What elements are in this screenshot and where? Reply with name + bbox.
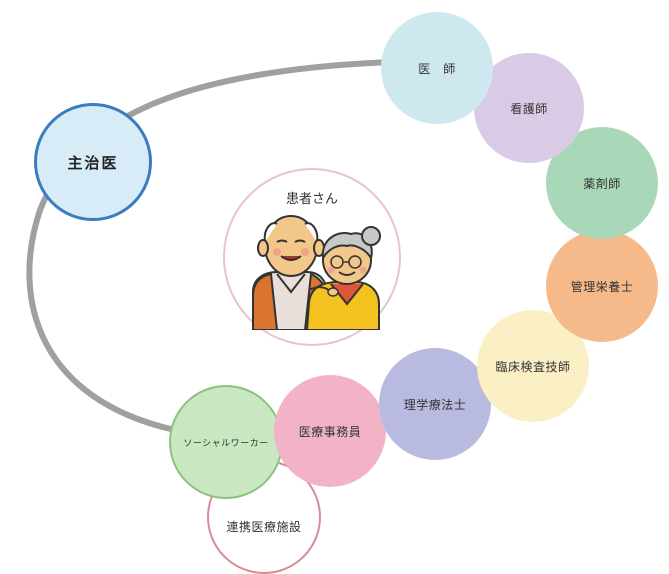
team-node-medical-clerk: 医療事務員 <box>274 375 386 487</box>
medical-clerk-label: 医療事務員 <box>298 424 362 439</box>
main-doctor-label: 主治医 <box>67 153 119 172</box>
team-node-physical-therapist: 理学療法士 <box>379 348 491 460</box>
main-doctor-node: 主治医 <box>34 103 152 221</box>
team-node-dietitian: 管理栄養士 <box>546 230 658 342</box>
team-node-social-worker: ソーシャルワーカー <box>169 385 283 499</box>
pharmacist-label: 薬剤師 <box>583 176 621 191</box>
patient-label: 患者さん <box>285 192 338 207</box>
doctor-label: 医 師 <box>418 61 456 76</box>
renkei-label: 連携医療施設 <box>226 519 302 534</box>
patient-node: 患者さん <box>223 168 401 346</box>
ring-connector <box>26 59 393 433</box>
lab-technician-label: 臨床検査技師 <box>495 359 571 374</box>
social-worker-label: ソーシャルワーカー <box>183 438 269 449</box>
dietitian-label: 管理栄養士 <box>570 279 634 294</box>
team-node-doctor: 医 師 <box>381 12 493 124</box>
nurse-label: 看護師 <box>510 101 548 116</box>
physical-therapist-label: 理学療法士 <box>403 397 467 412</box>
elderly-couple-illustration <box>252 215 381 330</box>
